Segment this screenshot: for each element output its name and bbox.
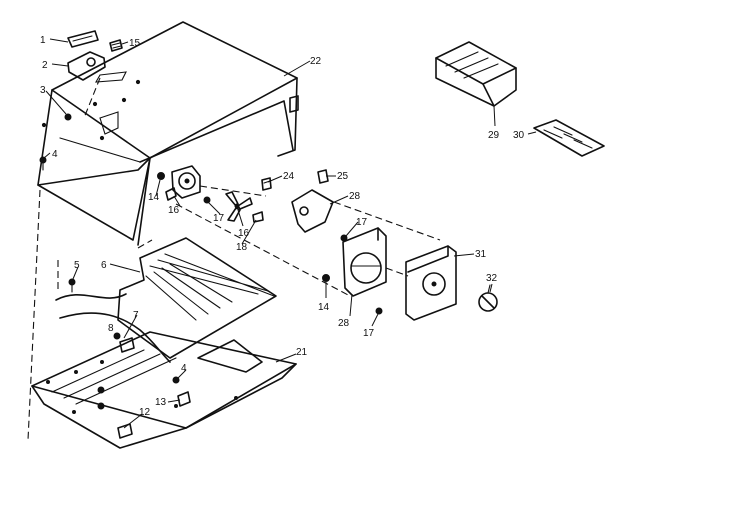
callout-2: 2 (42, 60, 48, 71)
callout-6: 6 (101, 260, 107, 271)
clip-part-24 (261, 177, 272, 191)
callout-12: 12 (139, 407, 151, 418)
callout-17-upper: 17 (213, 213, 225, 224)
callout-21: 21 (296, 347, 308, 358)
clip-part-12 (117, 423, 133, 439)
callout-25: 25 (337, 171, 349, 182)
callout-15: 15 (129, 38, 141, 49)
fan-blade-part-16 (225, 191, 253, 222)
wire-harness (55, 293, 171, 363)
callout-14-right: 14 (318, 302, 330, 313)
screw-part-4-bottom (172, 376, 180, 384)
screw-part-18 (252, 211, 264, 223)
evaporator-grille-part-6 (117, 237, 277, 359)
callout-28-lower: 28 (338, 318, 350, 329)
motor-part-18 (171, 165, 201, 199)
callout-13: 13 (155, 397, 167, 408)
fan-shroud-part-28-lower (342, 227, 387, 297)
base-pan-part-21 (31, 331, 297, 449)
screw-part-17-upper (203, 196, 211, 204)
screw-part-17-lower (375, 307, 383, 315)
washer-part-14 (157, 172, 165, 180)
screw-part-4-left (39, 156, 47, 171)
washer-part-16 (165, 187, 177, 201)
callout-16-fan: 16 (238, 228, 250, 239)
bracket-part-1 (67, 30, 99, 48)
callout-17-lower: 17 (363, 328, 375, 339)
clip-part-25 (317, 169, 329, 184)
shelf-strip-part-30 (533, 119, 605, 157)
screw-part-5 (68, 278, 76, 293)
callout-1: 1 (40, 35, 46, 46)
assembly-lines (27, 77, 441, 441)
clip-part-7 (119, 337, 135, 353)
callout-22: 22 (310, 56, 322, 67)
control-knob-part-32 (478, 284, 498, 312)
callout-8: 8 (108, 323, 114, 334)
screw-part-15 (109, 39, 123, 52)
callout-32: 32 (486, 273, 498, 284)
callout-3: 3 (40, 85, 46, 96)
callout-31: 31 (475, 249, 487, 260)
callout-24: 24 (283, 171, 295, 182)
clip-part-2 (67, 51, 106, 81)
callout-labels: 1 2 15 3 4 22 6 5 7 8 21 4 13 12 14 16 1… (40, 35, 525, 418)
screw-bottom-left (97, 386, 105, 410)
callout-28-upper: 28 (349, 191, 361, 202)
tray-part-29 (435, 41, 517, 107)
leader-lines (43, 38, 537, 429)
callout-29: 29 (488, 130, 500, 141)
damper-plate-part-28-upper (291, 189, 334, 233)
callout-4-bottom: 4 (181, 363, 187, 374)
screw-part-14-right (322, 274, 330, 282)
cabinet-housing-part-22 (37, 21, 299, 246)
callout-4-left: 4 (52, 149, 58, 160)
callout-17-mid: 17 (356, 217, 368, 228)
callout-7: 7 (133, 310, 139, 321)
clip-part-13 (177, 391, 191, 407)
damper-housing-part-31 (405, 245, 457, 321)
screw-part-8 (113, 332, 121, 340)
callout-16-left: 16 (168, 205, 180, 216)
callout-14-left: 14 (148, 192, 160, 203)
callout-30: 30 (513, 130, 525, 141)
callout-18: 18 (236, 242, 248, 253)
callout-5: 5 (74, 260, 80, 271)
